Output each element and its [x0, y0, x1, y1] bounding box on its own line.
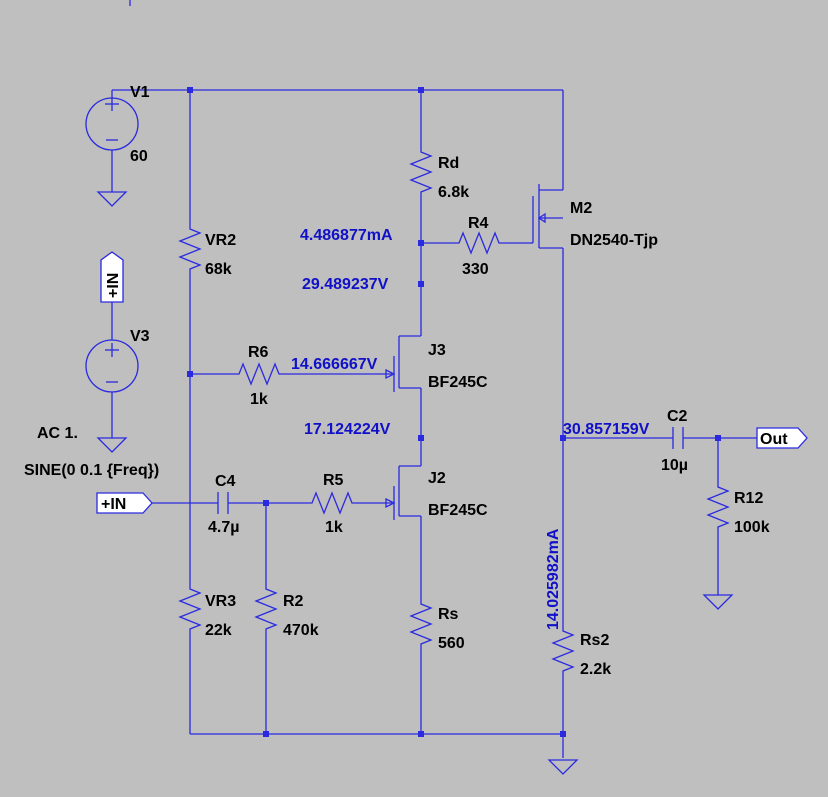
output-voltage-annotation: 30.857159V	[563, 421, 650, 438]
r5-value: 1k	[325, 519, 343, 536]
capacitor-c2[interactable]	[672, 427, 684, 449]
mosfet-m2[interactable]	[530, 184, 563, 249]
resistor-vr2[interactable]	[178, 222, 202, 280]
resistor-r5[interactable]	[305, 491, 362, 515]
v3-sine: SINE(0 0.1 {Freq})	[24, 462, 159, 479]
v1-value: 60	[130, 148, 148, 165]
vr3-name: VR3	[205, 593, 236, 610]
rs2-value: 2.2k	[580, 661, 611, 678]
ground-main-icon	[547, 759, 579, 775]
r4-value: 330	[462, 261, 489, 278]
capacitor-c4[interactable]	[217, 492, 229, 514]
in-port-top[interactable]	[100, 251, 124, 303]
v1-name: V1	[130, 84, 150, 101]
v3-ac: AC 1.	[37, 425, 78, 442]
resistor-r2[interactable]	[254, 582, 278, 640]
j2-model: BF245C	[428, 502, 488, 519]
j3-gate-voltage-annotation: 14.666667V	[291, 356, 378, 373]
resistor-r6[interactable]	[232, 362, 290, 386]
c2-name: C2	[667, 408, 688, 425]
resistor-vr3[interactable]	[178, 582, 202, 640]
vr2-name: VR2	[205, 232, 236, 249]
c4-name: C4	[215, 473, 236, 490]
m2-model: DN2540-Tjp	[570, 232, 658, 249]
resistor-r4[interactable]	[452, 231, 505, 255]
c2-value: 10µ	[661, 457, 688, 474]
rd-value: 6.8k	[438, 184, 469, 201]
v3-voltage-source[interactable]	[85, 339, 139, 393]
in-port-left-label: +IN	[101, 496, 126, 513]
resistor-rs2[interactable]	[551, 624, 575, 682]
out-port[interactable]	[756, 427, 808, 449]
wires	[111, 89, 757, 758]
junction-dots	[187, 87, 721, 737]
j3-drain-voltage-annotation: 29.489237V	[302, 276, 389, 293]
rs-value: 560	[438, 635, 465, 652]
r6-value: 1k	[250, 391, 268, 408]
m2-name: M2	[570, 200, 592, 217]
resistor-rd[interactable]	[409, 145, 433, 203]
r5-name: R5	[323, 472, 344, 489]
r12-name: R12	[734, 490, 763, 507]
v1-ground-icon	[96, 191, 128, 207]
vr2-value: 68k	[205, 261, 232, 278]
ground-r12-icon	[702, 594, 734, 610]
in-port-top-label: +IN	[105, 273, 122, 298]
r2-name: R2	[283, 593, 304, 610]
jfet-j3[interactable]	[385, 335, 421, 392]
rd-name: Rd	[438, 155, 459, 172]
r2-value: 470k	[283, 622, 319, 639]
c4-value: 4.7µ	[208, 519, 239, 536]
resistor-r12[interactable]	[706, 480, 730, 538]
resistor-rs[interactable]	[409, 597, 433, 655]
j3-name: J3	[428, 342, 446, 359]
j2-name: J2	[428, 470, 446, 487]
v1-voltage-source[interactable]	[85, 97, 139, 151]
in-port-left[interactable]	[96, 492, 153, 514]
rs2-name: Rs2	[580, 632, 609, 649]
r12-value: 100k	[734, 519, 770, 536]
out-port-label: Out	[760, 431, 788, 448]
jfet-j2[interactable]	[385, 465, 421, 520]
r6-name: R6	[248, 344, 269, 361]
v3-name: V3	[130, 328, 150, 345]
m2-current-annotation: 14.025982mA	[545, 528, 562, 630]
drain-current-annotation: 4.486877mA	[300, 227, 393, 244]
vr3-value: 22k	[205, 622, 232, 639]
j2-drain-voltage-annotation: 17.124224V	[304, 421, 391, 438]
v3-ground-icon	[96, 437, 128, 453]
rs-name: Rs	[438, 606, 459, 623]
j3-model: BF245C	[428, 374, 488, 391]
r4-name: R4	[468, 215, 489, 232]
